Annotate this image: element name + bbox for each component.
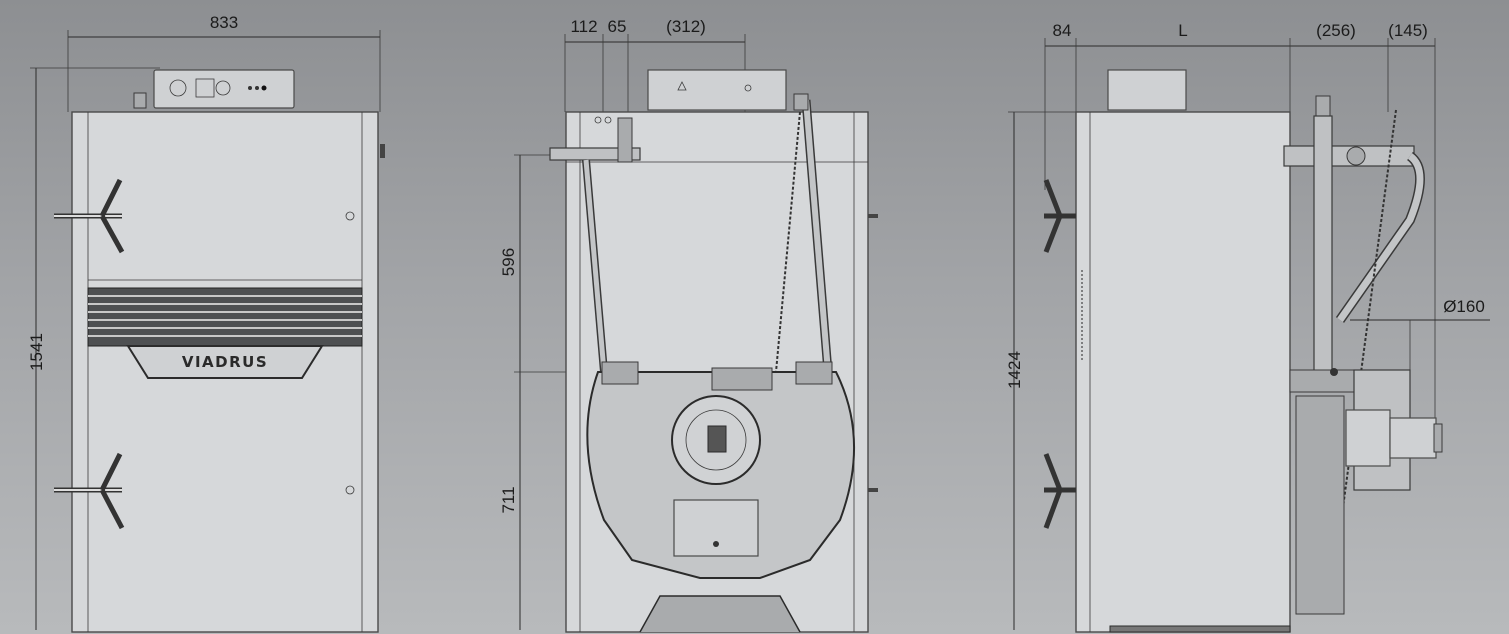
left-tube-inner bbox=[583, 159, 607, 373]
right-burner-motor bbox=[1389, 417, 1437, 459]
middle-dim-112: 112 bbox=[570, 17, 597, 36]
right-upper-handle-icon bbox=[1043, 179, 1076, 253]
side-connector bbox=[380, 144, 385, 158]
right-valve-icon bbox=[1315, 95, 1331, 117]
flue-diameter-label: Ø160 bbox=[1443, 297, 1485, 316]
indicator-dot-3 bbox=[261, 85, 267, 91]
burner-control-dot bbox=[713, 541, 719, 547]
right-dim-256: (256) bbox=[1316, 21, 1356, 40]
lower-door-latch bbox=[345, 485, 355, 495]
middle-control-box bbox=[647, 69, 787, 111]
front-view: 833 1541 VIADRUS bbox=[27, 13, 385, 633]
right-dim-145: (145) bbox=[1388, 21, 1428, 40]
right-boiler-body bbox=[1075, 111, 1291, 633]
burner-fan-inner bbox=[685, 409, 747, 471]
burner-control-box bbox=[673, 499, 759, 557]
right-dim-L: L bbox=[1178, 21, 1187, 40]
right-control-box bbox=[1107, 69, 1187, 111]
inlet-valve-icon bbox=[617, 117, 633, 163]
middle-lower-height-label: 711 bbox=[499, 486, 518, 513]
right-burner-bolt bbox=[1330, 368, 1338, 376]
middle-upper-height-label: 596 bbox=[499, 248, 518, 276]
right-mount bbox=[795, 361, 833, 385]
right-valve-icon bbox=[793, 93, 809, 111]
right-return-pipe-inner bbox=[1337, 153, 1424, 323]
right-dim-84: 84 bbox=[1053, 21, 1072, 40]
right-burner-head bbox=[1345, 409, 1391, 467]
right-burner-cap bbox=[1433, 423, 1443, 453]
right-side-view: 84 L (256) (145) 1424 bbox=[1005, 21, 1490, 633]
switch-icon bbox=[195, 78, 215, 98]
brand-logo: VIADRUS bbox=[182, 353, 268, 371]
indicator-dot-1 bbox=[248, 86, 252, 90]
thermostat-knob-icon bbox=[215, 80, 231, 96]
left-mount bbox=[601, 361, 639, 385]
middle-box-symbol-1 bbox=[677, 81, 687, 91]
right-base bbox=[1109, 625, 1291, 633]
upper-door-latch bbox=[345, 211, 355, 221]
middle-side-pin-1 bbox=[868, 214, 878, 218]
middle-dim-312: (312) bbox=[666, 17, 706, 36]
burner-core bbox=[707, 425, 727, 453]
front-louvre-grille bbox=[87, 287, 363, 347]
right-sensor-cable bbox=[1337, 109, 1397, 546]
thermometer-icon bbox=[169, 79, 187, 97]
valve-icon bbox=[133, 92, 147, 109]
lower-door-handle-icon bbox=[54, 452, 125, 530]
upper-door-handle-icon bbox=[54, 178, 125, 254]
burner-top-bracket bbox=[711, 367, 773, 391]
logo-plate bbox=[126, 345, 324, 379]
front-width-label: 833 bbox=[210, 13, 238, 32]
front-height-label: 1541 bbox=[27, 333, 46, 371]
middle-box-symbol-2 bbox=[744, 84, 752, 92]
middle-dim-65: 65 bbox=[608, 17, 627, 36]
control-panel bbox=[153, 69, 295, 109]
inlet-dot-1 bbox=[594, 116, 602, 124]
right-return-pipe bbox=[1335, 151, 1425, 323]
front-boiler-body bbox=[71, 111, 379, 633]
right-pump-icon bbox=[1346, 146, 1366, 166]
right-burner-housing bbox=[1295, 395, 1345, 615]
right-lower-handle-icon bbox=[1043, 453, 1076, 529]
inlet-dot-2 bbox=[604, 116, 612, 124]
right-height-label: 1424 bbox=[1005, 351, 1024, 389]
middle-side-pin-2 bbox=[868, 488, 878, 492]
indicator-dot-2 bbox=[255, 86, 259, 90]
right-burner-mount bbox=[1289, 369, 1361, 393]
middle-base bbox=[639, 595, 801, 633]
middle-side-view: 112 65 (312) 596 711 bbox=[499, 17, 878, 633]
right-tube-inner bbox=[803, 99, 831, 373]
right-vertical-pipe bbox=[1313, 115, 1333, 377]
